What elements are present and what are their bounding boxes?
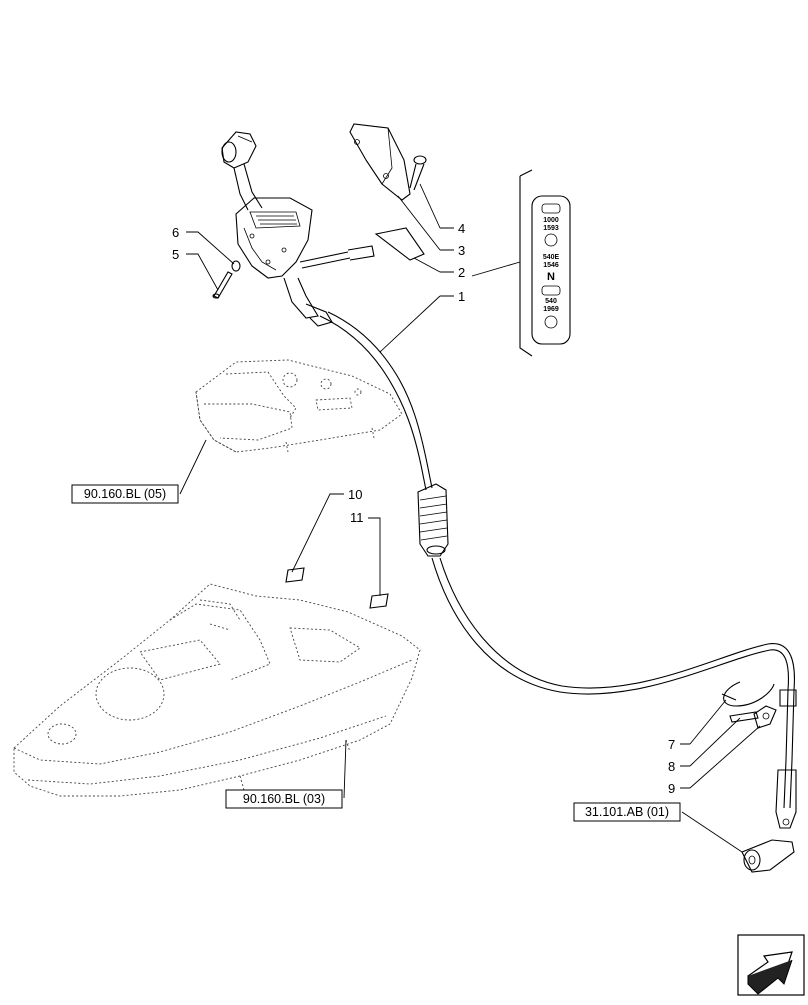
decal-1593: 1593 [543, 225, 559, 232]
decal-1000: 1000 [543, 217, 559, 224]
callout-5: 5 [172, 247, 179, 262]
decal-10 [285, 567, 305, 583]
ref-lower-console-label: 90.160.BL (03) [243, 792, 325, 806]
decal-11 [369, 593, 389, 609]
decal-dial-icon-2 [544, 315, 558, 329]
callout-7: 7 [668, 737, 675, 752]
leader-lines [179, 183, 761, 853]
callout-10: 10 [348, 487, 362, 502]
lower-console [13, 583, 421, 797]
screw [212, 271, 233, 299]
decal-540e: 540E [543, 254, 560, 261]
clip [753, 705, 777, 729]
callout-2: 2 [458, 265, 465, 280]
ref-link-pto-lever[interactable]: 31.101.AB (01) [573, 802, 681, 822]
pto-control-cable [319, 311, 797, 829]
bracket [349, 123, 411, 201]
decal-dial-icon [544, 233, 558, 247]
callout-1: 1 [458, 289, 465, 304]
ref-link-upper-console[interactable]: 90.160.BL (05) [71, 484, 179, 504]
callout-8: 8 [668, 759, 675, 774]
washer [231, 260, 241, 272]
ref-pto-lever-label: 31.101.AB (01) [585, 805, 669, 819]
decal-1546: 1546 [543, 262, 559, 269]
decal-preview: 1000 1593 540E 1546 N 540 1969 [519, 169, 571, 357]
cable-tie [721, 681, 775, 707]
callout-4: 4 [458, 221, 465, 236]
decal-part [374, 227, 425, 261]
callout-11: 11 [350, 510, 364, 525]
callout-9: 9 [668, 781, 675, 796]
pto-lever-end [741, 839, 795, 873]
next-page-arrow-icon[interactable] [737, 934, 805, 996]
callout-numbers: 4 3 2 1 6 5 10 11 7 8 9 [172, 221, 675, 796]
ref-upper-console-label: 90.160.BL (05) [84, 487, 166, 501]
callout-6: 6 [172, 225, 179, 240]
callout-3: 3 [458, 243, 465, 258]
bolt [409, 155, 427, 191]
pto-lever-assembly [221, 131, 375, 327]
ref-link-lower-console[interactable]: 90.160.BL (03) [225, 789, 343, 809]
upper-console [195, 359, 403, 453]
decal-neutral: N [547, 271, 555, 283]
decal-1969: 1969 [543, 306, 559, 313]
decal-540: 540 [545, 298, 557, 305]
pin [729, 711, 759, 723]
